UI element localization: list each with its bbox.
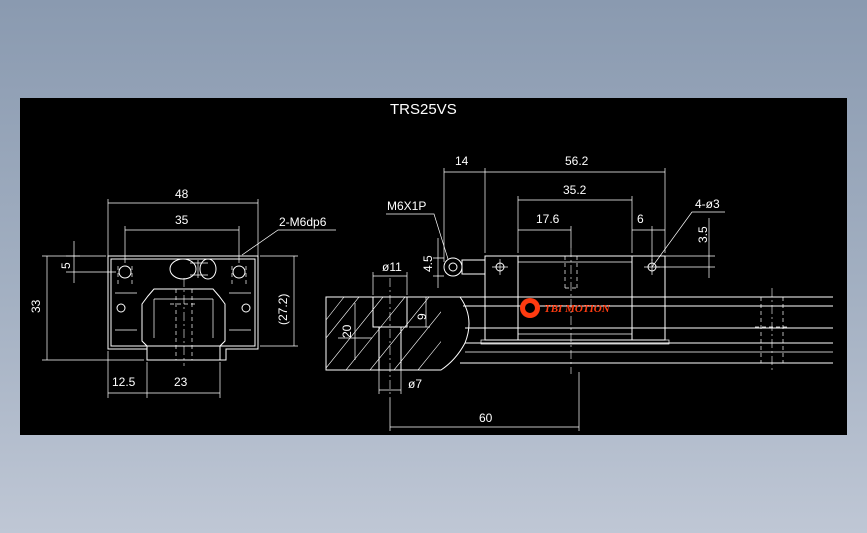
dim-hole-offset: 3.5 — [696, 226, 710, 243]
rail-hatching — [326, 297, 441, 370]
side-grease-nipple — [443, 257, 463, 277]
block-outline — [107, 255, 259, 361]
rail-profile — [141, 288, 226, 360]
seal-hole-left — [116, 303, 126, 313]
block-hole-hidden — [564, 256, 578, 289]
dim-height: 33 — [29, 299, 43, 313]
mount-hole-hidden — [117, 266, 247, 286]
rail-bore-hidden-right — [755, 297, 790, 363]
mount-hole-left — [118, 265, 132, 279]
cad-drawing: TRS25VS 48 35 2-M6dp6 33 — [29, 101, 833, 431]
dim-nipple: 14 — [455, 154, 469, 168]
dim-body: 35.2 — [563, 183, 587, 197]
dim-length: 56.2 — [565, 154, 589, 168]
dim-holes: 4-ø3 — [695, 197, 720, 211]
dim-rail-width: 23 — [174, 375, 188, 389]
dim-top: 5 — [59, 262, 73, 269]
rail-inner-lines — [153, 298, 214, 338]
drawing-canvas: TRS25VS 48 35 2-M6dp6 33 — [20, 98, 847, 435]
side-view: TBI MOTION 14 56.2 35.2 17.6 6 4-ø3 3.5 … — [325, 154, 833, 431]
drawing-title: TRS25VS — [390, 101, 457, 118]
dim-hole-pitch: 17.6 — [536, 212, 560, 226]
dim-thread: 2-M6dp6 — [279, 215, 327, 229]
dim-rail-height: 20 — [340, 324, 354, 338]
rail-lines — [460, 296, 833, 364]
brand-logo: TBI MOTION — [520, 298, 611, 318]
block-body — [484, 255, 666, 341]
dim-hole-spacing: 35 — [175, 213, 189, 227]
dim-bore: ø7 — [408, 377, 422, 391]
logo-text: TBI MOTION — [544, 303, 611, 315]
seal-hole-right — [241, 303, 251, 313]
dim-pitch: 60 — [479, 411, 493, 425]
dim-width-total: 48 — [175, 187, 189, 201]
dim-nipple-thread: M6X1P — [387, 199, 426, 213]
mount-hole-right — [232, 265, 246, 279]
front-view: 48 35 2-M6dp6 33 5 (27.2) 12.5 23 — [29, 187, 336, 398]
dim-bore-depth: 9 — [415, 313, 429, 320]
dim-nipple-height: 4.5 — [421, 255, 435, 272]
rail-section — [325, 296, 470, 371]
dim-left: 12.5 — [112, 375, 136, 389]
dim-block-height: (27.2) — [276, 294, 290, 325]
dim-edge: 6 — [637, 212, 644, 226]
dim-counterbore: ø11 — [382, 260, 402, 274]
grease-nipple — [169, 258, 197, 280]
grease-nipple-cap — [199, 258, 217, 280]
block-seal — [480, 339, 670, 345]
